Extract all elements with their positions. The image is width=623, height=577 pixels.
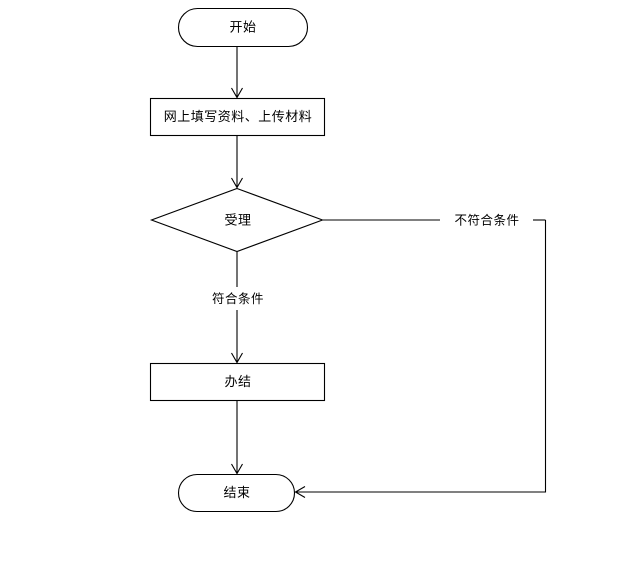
node-label: 网上填写资料、上传材料: [164, 110, 313, 125]
node-fill-upload[interactable]: 网上填写资料、上传材料: [149, 97, 326, 137]
terminator-shape: [177, 473, 296, 513]
arrowhead-icon: [231, 87, 243, 99]
edge-label-no: 不符合条件: [454, 213, 519, 228]
arrowhead-icon: [231, 177, 243, 189]
edge-line-loop: [296, 220, 547, 493]
edge-accept-to-end: 不符合条件: [294, 209, 547, 498]
node-label: 办结: [224, 375, 251, 390]
node-start[interactable]: 开始: [177, 7, 309, 48]
arrowhead-icon: [294, 486, 306, 498]
node-complete[interactable]: 办结: [149, 362, 326, 402]
edge-start-to-fill: [231, 47, 243, 99]
edge-label-yes: 符合条件: [212, 291, 264, 306]
node-label: 开始: [229, 21, 256, 36]
edge-label-background: [198, 287, 278, 310]
arrowhead-icon: [231, 463, 243, 475]
node-label: 受理: [224, 214, 251, 229]
edge-label-background: [441, 209, 533, 232]
edge-complete-to-end: [231, 401, 243, 475]
decision-shape: [149, 187, 325, 253]
edge-fill-to-accept: [231, 136, 243, 189]
process-shape: [149, 97, 326, 137]
node-accept[interactable]: 受理: [149, 187, 325, 253]
terminator-shape: [177, 7, 309, 48]
node-label: 结束: [223, 486, 250, 501]
node-end[interactable]: 结束: [177, 473, 296, 513]
process-shape: [149, 362, 326, 402]
edge-accept-to-complete: 符合条件: [198, 252, 278, 364]
arrowhead-icon: [231, 352, 243, 364]
